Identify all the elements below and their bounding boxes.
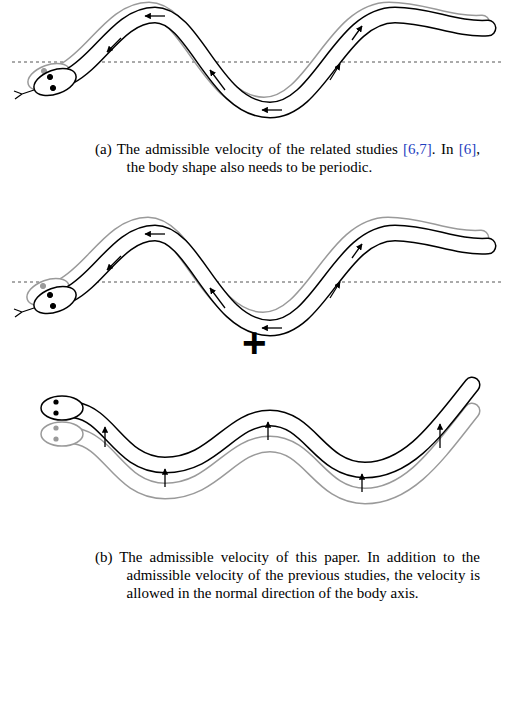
normal-velocity-arrows [105,422,440,492]
caption: (a) The admissible velocity of the relat… [95,140,480,176]
caption-text: (a) The admissible velocity of the relat… [95,141,403,157]
velocity-arrows [107,16,362,110]
plus-sign: + [242,322,267,364]
panel-a [12,10,503,110]
current-snake [41,385,472,470]
caption-text: (b) The admissible velocity of this pape… [95,549,480,601]
caption: (b) The admissible velocity of this pape… [95,548,480,602]
current-snake [14,233,488,328]
caption-text: + [242,319,267,366]
caption-text: . In [432,141,459,157]
panel-b-top [12,225,503,328]
current-snake [14,15,488,110]
citation: [6] [459,141,477,157]
citation: [6,7] [403,141,432,157]
panel-b-bottom [41,385,472,496]
